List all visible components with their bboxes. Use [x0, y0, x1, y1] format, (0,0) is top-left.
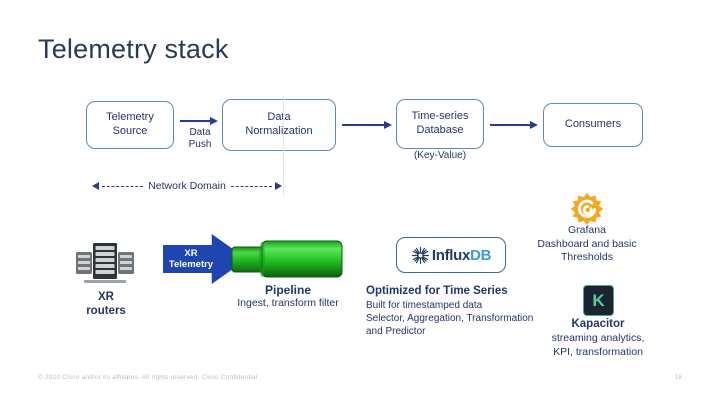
label-line: XR: [98, 291, 114, 303]
network-domain-label: Network Domain: [148, 180, 226, 192]
arrow-data-push: [180, 116, 218, 126]
influxdb-description: Optimized for Time Series Built for time…: [366, 284, 556, 338]
grafana-spiral-icon: [570, 192, 604, 226]
arrow-label-data-push: Data Push: [180, 127, 220, 151]
arrow-head-right-icon: [275, 182, 283, 190]
influxdb-starburst-icon: [411, 246, 429, 264]
kapacitor-desc-line: streaming analytics,: [551, 331, 645, 344]
grafana-description: Grafana Dashboard and basic Thresholds: [532, 224, 642, 265]
kapacitor-title: Kapacitor: [571, 318, 625, 330]
arrow-shaft: [180, 120, 211, 122]
dashed-line: [102, 185, 144, 187]
xr-telemetry-arrow: XR Telemetry: [163, 234, 247, 284]
xr-telemetry-label: XR Telemetry: [165, 248, 217, 271]
flow-box-line: Time-series: [411, 110, 469, 123]
kapacitor-description: Kapacitor streaming analytics, KPI, tran…: [527, 317, 669, 359]
influxdb-wordmark: InfluxDB: [431, 246, 492, 264]
arrow-norm-to-tsdb: [342, 120, 392, 130]
flow-box-line: Consumers: [564, 118, 622, 131]
influxdb-logo-box: InfluxDB: [396, 237, 506, 273]
kapacitor-glyph: K: [592, 291, 605, 310]
influxdb-desc-line: and Predictor: [366, 325, 426, 337]
footer-copyright: © 2020 Cisco and/or its affiliates. All …: [38, 374, 258, 381]
arrow-head-icon: [384, 121, 392, 129]
influxdb-desc-line: Selector, Aggregation, Transformation: [366, 312, 534, 324]
arrow-head-icon: [210, 117, 218, 125]
kapacitor-k-icon: K: [583, 285, 614, 316]
influxdb-wordmark-influx: Influx: [431, 246, 471, 264]
grafana-desc-line: Thresholds: [561, 251, 613, 264]
flow-box-line: Source: [112, 125, 148, 137]
footer-page-number: 18: [674, 374, 682, 381]
arrow-shaft: [490, 124, 531, 126]
network-domain-span: Network Domain: [92, 179, 283, 193]
arrow-head-left-icon: [92, 182, 99, 190]
flow-box-consumers: Consumers: [543, 103, 643, 147]
flow-box-line: Normalization: [245, 125, 313, 137]
flow-box-line: Telemetry: [106, 111, 154, 124]
grafana-desc-line: Dashboard and basic: [537, 237, 637, 250]
kapacitor-desc-line: KPI, transformation: [553, 345, 643, 358]
label-pipeline: Pipeline Ingest, transform filter: [222, 283, 354, 309]
flow-box-data-normalization: Data Normalization: [222, 99, 336, 151]
pipeline-graphic-icon: [231, 240, 343, 278]
page-title: Telemetry stack: [38, 34, 229, 64]
label-line: routers: [86, 305, 126, 318]
server-rack-icon: [76, 243, 134, 283]
flow-box-line: Data: [267, 111, 291, 124]
influxdb-wordmark-db: DB: [470, 246, 492, 264]
pipeline-subtitle: Ingest, transform filter: [237, 297, 339, 309]
label-line: XR: [184, 248, 198, 259]
arrow-label-line: Data: [189, 127, 211, 138]
arrow-head-icon: [530, 121, 538, 129]
flow-box-line: Database: [416, 124, 464, 136]
influxdb-desc-title: Optimized for Time Series: [366, 285, 508, 297]
dashed-line: [230, 185, 273, 187]
vertical-divider: [283, 96, 284, 196]
flow-box-time-series-database: Time-series Database: [396, 99, 484, 149]
grafana-desc-line: Grafana: [568, 224, 606, 236]
label-line: Telemetry: [168, 259, 214, 271]
influxdb-desc-line: Built for timestamped data: [366, 299, 483, 311]
arrow-shaft: [342, 124, 385, 126]
arrow-tsdb-to-consumers: [490, 120, 538, 130]
pipeline-title: Pipeline: [264, 283, 311, 297]
arrow-label-line: Push: [188, 139, 212, 151]
label-xr-routers: XR routers: [58, 290, 154, 319]
flow-box-telemetry-source: Telemetry Source: [86, 101, 174, 149]
label-key-value: (Key-Value): [413, 150, 467, 161]
